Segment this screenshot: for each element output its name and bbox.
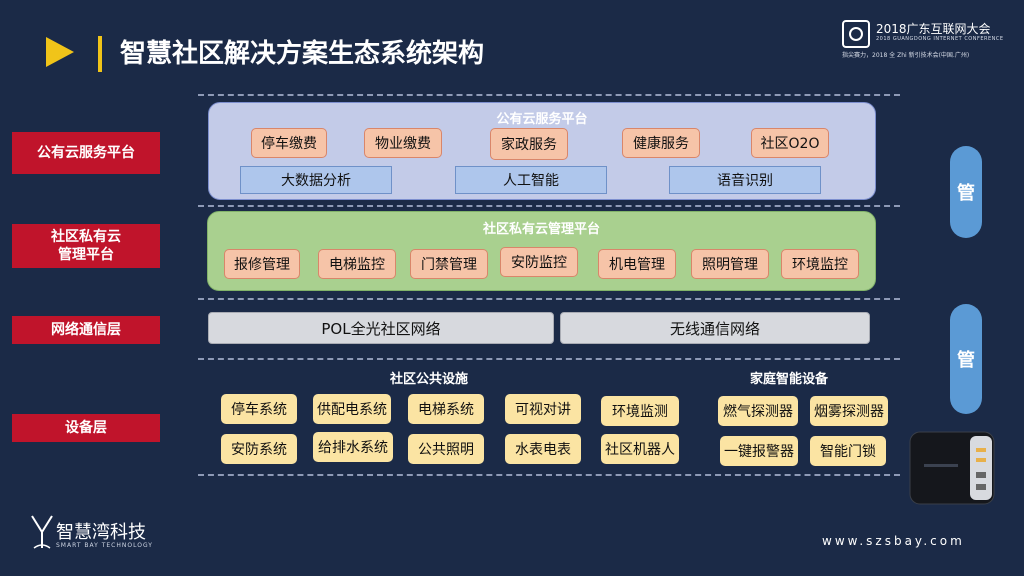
layer-label-public-cloud: 公有云服务平台 xyxy=(12,132,160,174)
management-item: 照明管理 xyxy=(691,249,769,279)
management-item: 安防监控 xyxy=(500,247,578,277)
management-item: 电梯监控 xyxy=(318,249,396,279)
brand-logo-icon xyxy=(31,515,53,549)
service-item: 物业缴费 xyxy=(364,128,442,158)
play-icon xyxy=(46,37,74,67)
event-subtitle: 2018 GUANGDONG INTERNET CONFERENCE xyxy=(876,36,1004,42)
capability-item: 语音识别 xyxy=(669,166,821,194)
service-item: 社区O2O xyxy=(751,128,829,158)
home-device-item: 一键报警器 xyxy=(720,436,798,466)
layer-label-private-cloud: 社区私有云 管理平台 xyxy=(12,224,160,268)
home-device-item: 智能门锁 xyxy=(810,436,886,466)
management-capsule: 管 xyxy=(950,146,982,238)
service-item: 停车缴费 xyxy=(251,128,327,158)
separator xyxy=(198,94,900,96)
management-item: 环境监控 xyxy=(781,249,859,279)
home-device-item: 燃气探测器 xyxy=(718,396,798,426)
management-item: 门禁管理 xyxy=(410,249,488,279)
event-slogan: 指尖赛力，2018 全 Zhi 新引技术会(中国.广州) xyxy=(842,52,970,59)
service-item: 健康服务 xyxy=(622,128,700,158)
capability-item: 人工智能 xyxy=(455,166,607,194)
brand-name: 智慧湾科技 xyxy=(56,522,146,543)
facility-item: 供配电系统 xyxy=(313,394,391,424)
management-item: 报修管理 xyxy=(224,249,300,279)
facility-item: 安防系统 xyxy=(221,434,297,464)
network-item: 无线通信网络 xyxy=(560,312,870,344)
layer-label-device: 设备层 xyxy=(12,414,160,442)
facility-item: 停车系统 xyxy=(221,394,297,424)
router-image xyxy=(909,431,995,505)
community-facilities-title: 社区公共设施 xyxy=(390,372,469,387)
separator xyxy=(198,205,900,207)
facility-item: 电梯系统 xyxy=(408,394,484,424)
management-item: 机电管理 xyxy=(598,249,676,279)
service-item: 家政服务 xyxy=(490,128,568,160)
brand-english-name: SMART BAY TECHNOLOGY xyxy=(56,542,153,549)
network-item: POL全光社区网络 xyxy=(208,312,554,344)
page-title: 智慧社区解决方案生态系统架构 xyxy=(120,39,485,69)
facility-item: 给排水系统 xyxy=(313,432,393,462)
capability-item: 大数据分析 xyxy=(240,166,392,194)
public-cloud-title: 公有云服务平台 xyxy=(496,112,588,127)
event-logo-icon xyxy=(842,20,870,48)
facility-item: 社区机器人 xyxy=(601,434,679,464)
home-device-item: 烟雾探测器 xyxy=(810,396,888,426)
facility-item: 公共照明 xyxy=(408,434,484,464)
layer-label-network: 网络通信层 xyxy=(12,316,160,344)
management-capsule: 管 xyxy=(950,304,982,414)
separator xyxy=(198,358,900,360)
private-cloud-title: 社区私有云管理平台 xyxy=(482,222,600,237)
separator xyxy=(198,298,900,300)
facility-item: 水表电表 xyxy=(505,434,581,464)
home-devices-title: 家庭智能设备 xyxy=(750,372,829,387)
separator xyxy=(198,474,900,476)
website-link[interactable]: www.szsbay.com xyxy=(822,534,965,548)
event-title: 2018广东互联网大会 xyxy=(876,22,991,36)
facility-item: 可视对讲 xyxy=(505,394,581,424)
title-accent-bar xyxy=(98,36,102,72)
facility-item: 环境监测 xyxy=(601,396,679,426)
